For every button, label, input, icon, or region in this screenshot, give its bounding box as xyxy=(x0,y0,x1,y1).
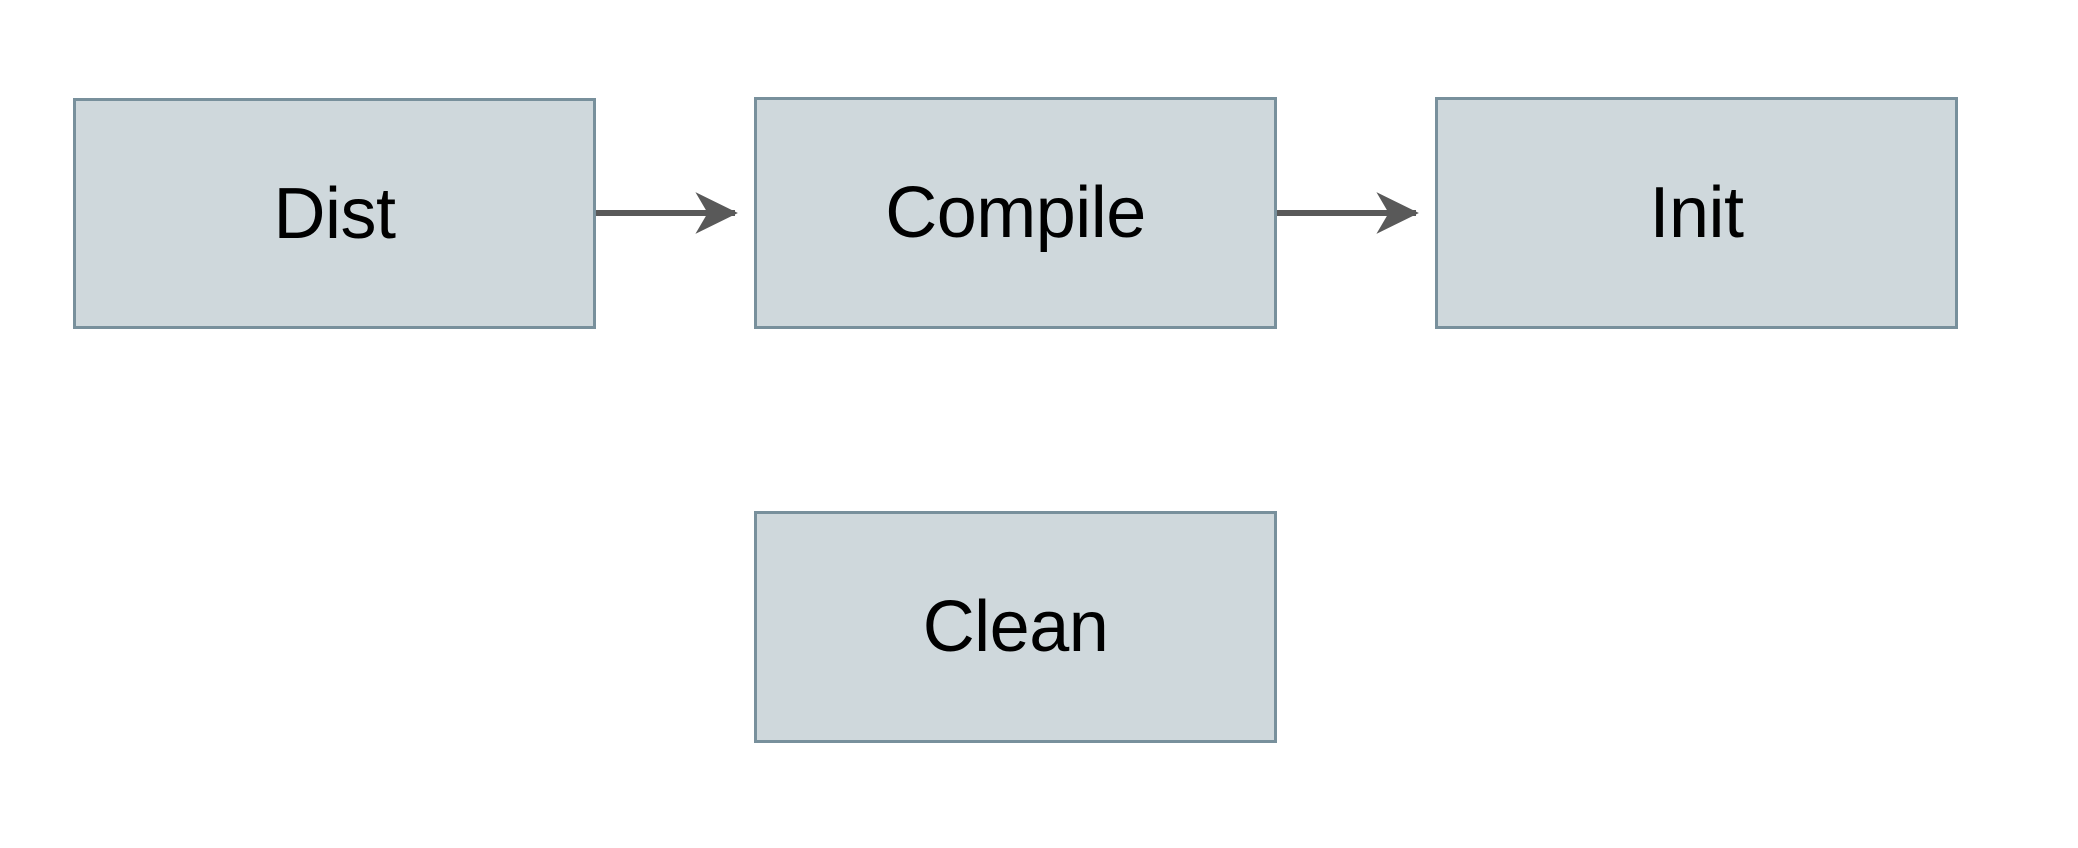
node-clean[interactable]: Clean xyxy=(754,511,1277,743)
node-compile-label: Compile xyxy=(885,173,1146,253)
node-dist-label: Dist xyxy=(273,173,397,254)
node-clean-label: Clean xyxy=(922,587,1109,667)
node-init-label: Init xyxy=(1649,173,1744,253)
node-dist[interactable]: Dist xyxy=(73,98,596,329)
node-compile[interactable]: Compile xyxy=(754,97,1277,329)
node-init[interactable]: Init xyxy=(1435,97,1958,329)
